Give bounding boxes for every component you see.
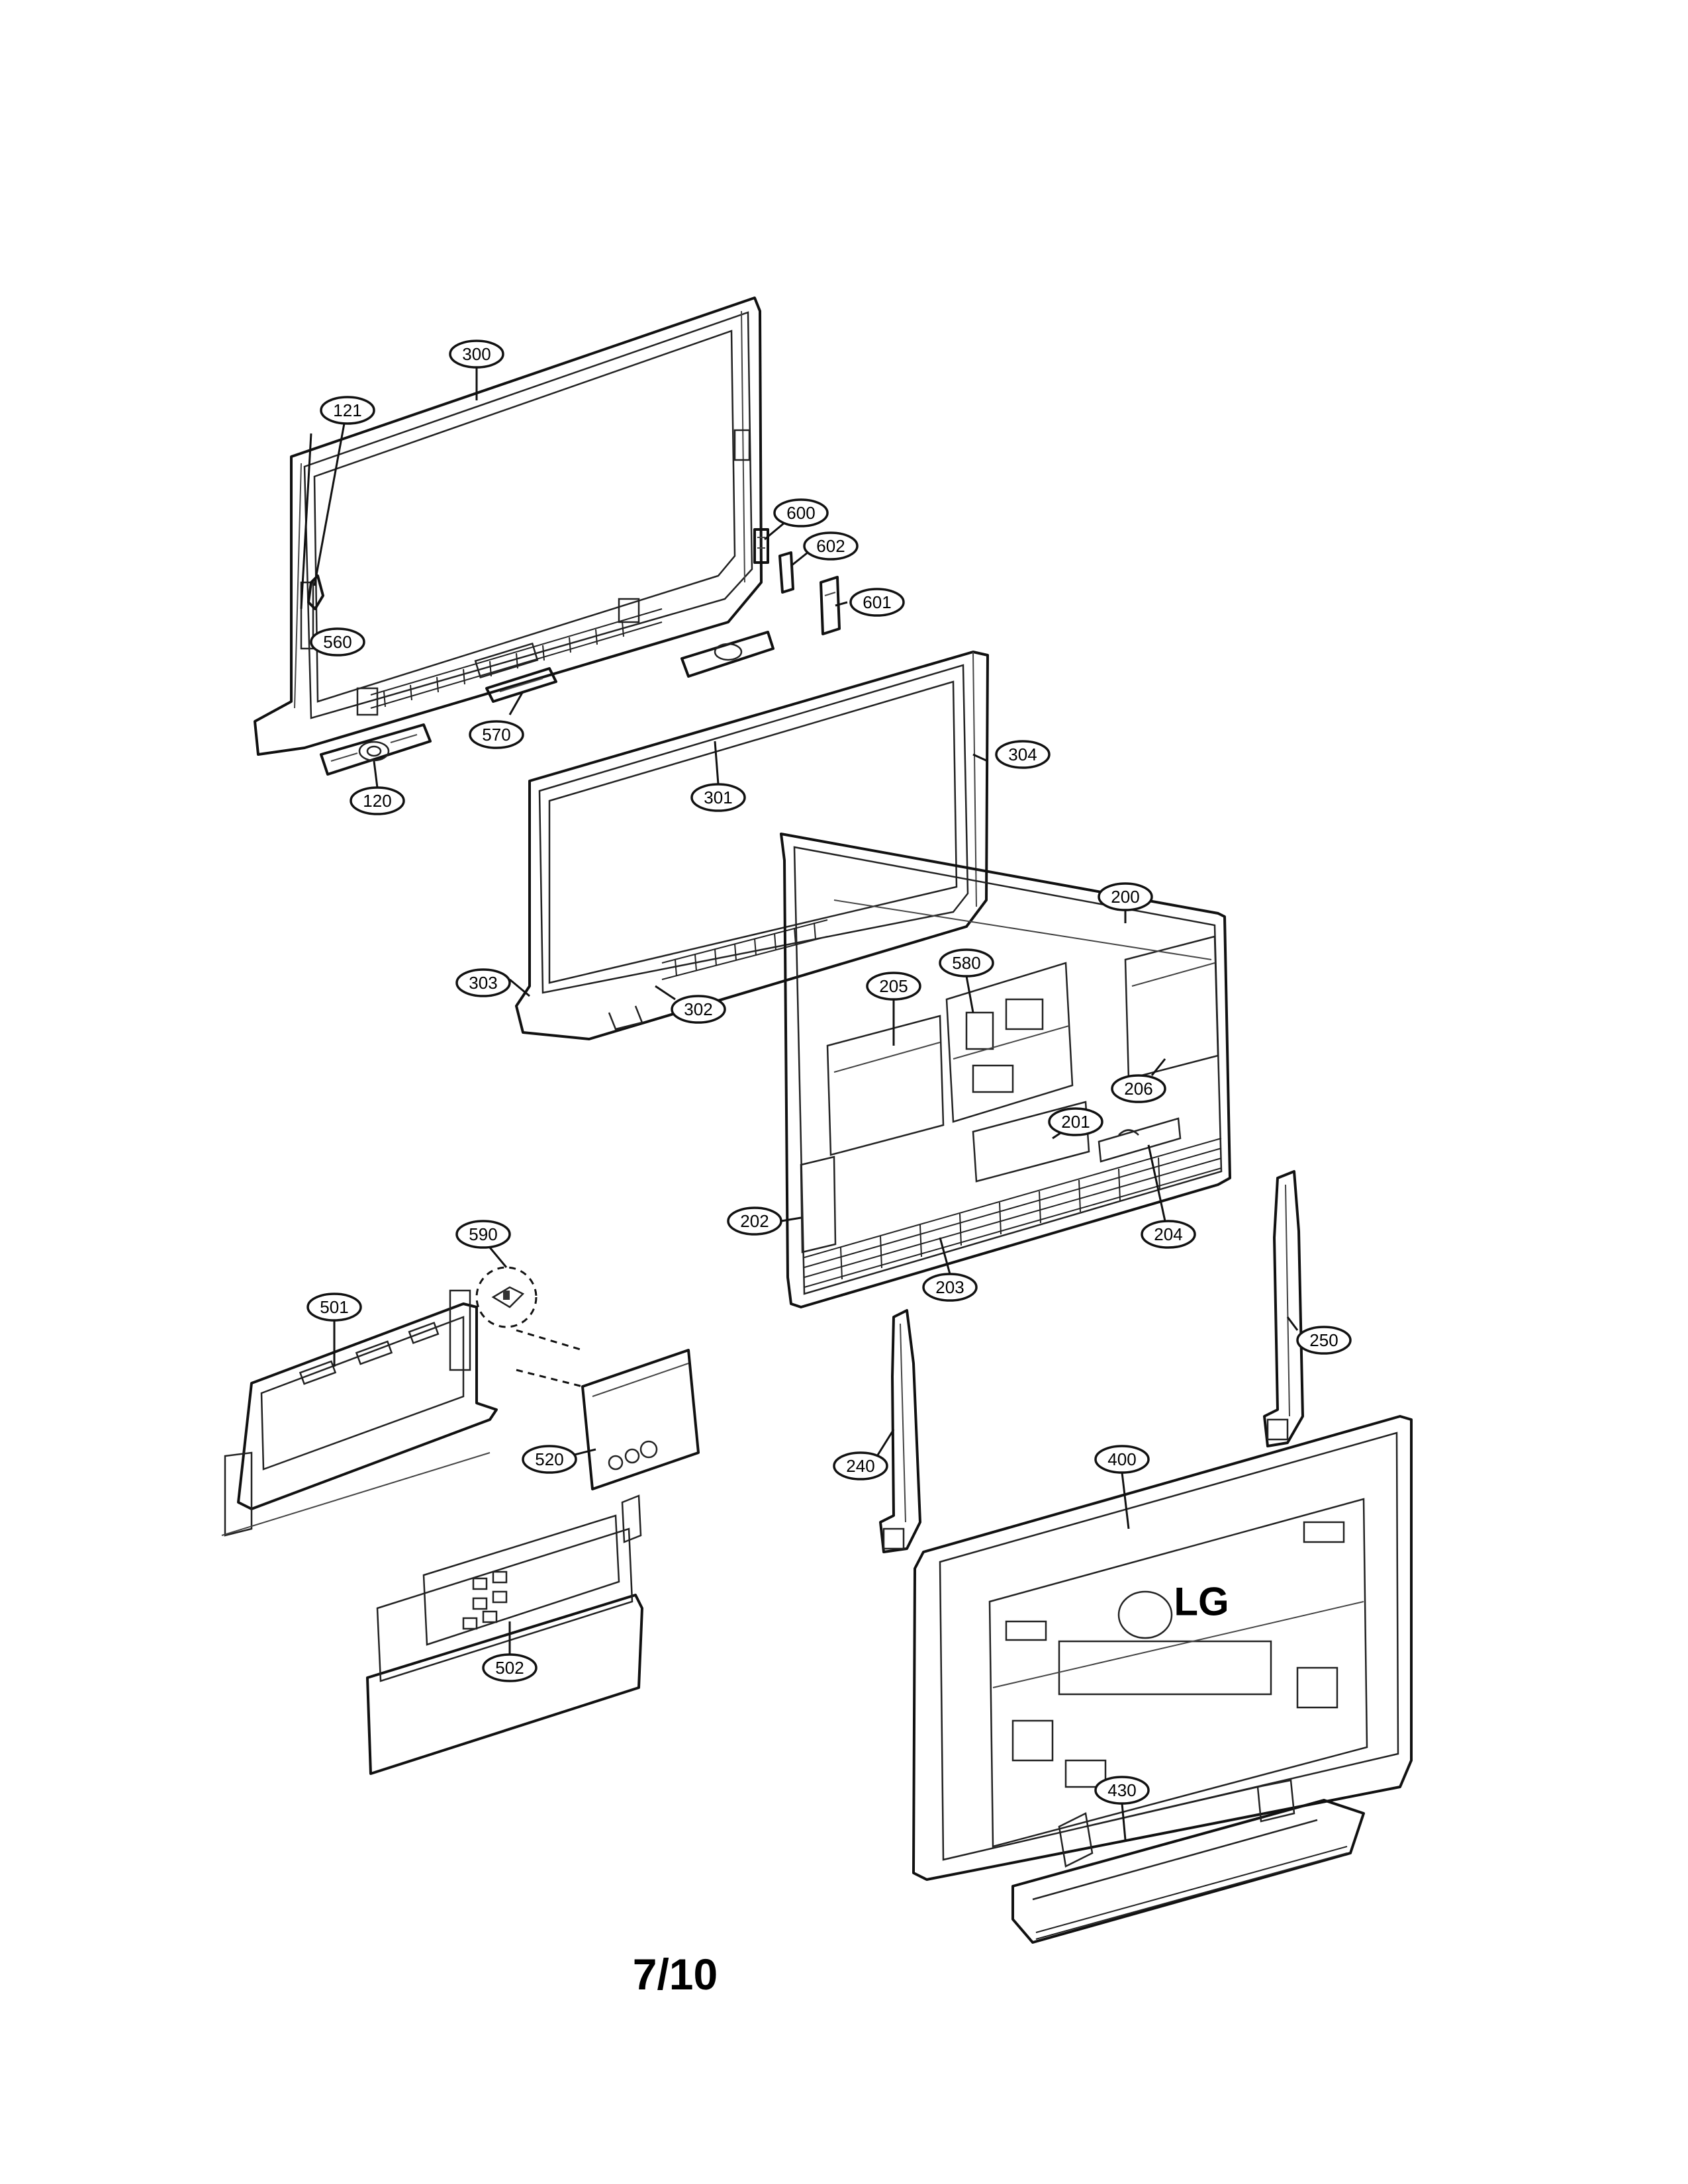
svg-text:203: 203 <box>935 1277 964 1297</box>
part-502-terminal-plate <box>366 1494 643 1775</box>
callout-205: 205 <box>866 972 921 1001</box>
callouts: 300 121 560 570 120 600 602 601 301 304 … <box>306 340 1352 1805</box>
part-520-av-board <box>516 1329 700 1490</box>
svg-text:301: 301 <box>704 788 732 807</box>
part-600-bracket <box>753 528 769 564</box>
svg-text:206: 206 <box>1124 1079 1152 1099</box>
svg-text:204: 204 <box>1154 1224 1182 1244</box>
svg-text:590: 590 <box>469 1224 497 1244</box>
svg-text:250: 250 <box>1309 1330 1338 1350</box>
callout-301: 301 <box>690 783 746 812</box>
part-590-detail <box>475 1266 538 1328</box>
part-430-stand <box>1011 1779 1365 1944</box>
svg-text:580: 580 <box>952 953 980 973</box>
part-201-center-board <box>972 1101 1090 1183</box>
callout-400: 400 <box>1094 1445 1150 1474</box>
callout-590: 590 <box>455 1220 511 1249</box>
svg-text:304: 304 <box>1008 745 1037 764</box>
callout-570: 570 <box>469 720 524 749</box>
svg-text:400: 400 <box>1107 1449 1136 1469</box>
part-202-edge-board <box>800 1156 837 1253</box>
svg-text:205: 205 <box>879 976 908 996</box>
svg-text:600: 600 <box>786 503 815 523</box>
svg-text:240: 240 <box>846 1456 874 1476</box>
callout-430: 430 <box>1094 1776 1150 1805</box>
callout-502: 502 <box>482 1653 538 1682</box>
part-206-right-board <box>1124 935 1219 1080</box>
part-203-rail <box>804 1138 1222 1288</box>
part-400-back-cover: LG <box>912 1415 1413 1881</box>
part-120-speaker-left <box>320 723 432 776</box>
part-570-small-board <box>485 667 557 703</box>
svg-text:430: 430 <box>1107 1780 1136 1800</box>
svg-text:200: 200 <box>1111 887 1139 907</box>
callout-501: 501 <box>306 1293 362 1322</box>
part-204-bottom-board <box>1098 1117 1182 1163</box>
callout-204: 204 <box>1141 1220 1196 1249</box>
callout-300: 300 <box>449 340 504 369</box>
callout-601: 601 <box>849 588 905 617</box>
callout-203: 203 <box>922 1273 978 1302</box>
svg-text:501: 501 <box>320 1297 348 1317</box>
part-205-left-board <box>826 1015 945 1156</box>
part-301-filter-frame <box>515 651 989 1040</box>
callout-520: 520 <box>522 1445 577 1474</box>
svg-text:601: 601 <box>863 592 891 612</box>
callout-202: 202 <box>727 1206 782 1236</box>
callout-201: 201 <box>1048 1107 1103 1136</box>
callout-200: 200 <box>1098 882 1153 911</box>
svg-text:302: 302 <box>684 999 712 1019</box>
part-240-left-bracket <box>879 1309 921 1553</box>
svg-text:300: 300 <box>462 344 491 364</box>
svg-text:570: 570 <box>482 725 510 745</box>
part-501-bracket <box>221 1289 498 1537</box>
page-number: 7/10 <box>632 1950 718 1999</box>
lg-logo-text: LG <box>1174 1580 1229 1624</box>
leader-lines <box>300 367 1299 1841</box>
callout-580: 580 <box>939 948 994 978</box>
part-580-main-board <box>945 962 1074 1123</box>
svg-text:602: 602 <box>816 536 845 556</box>
part-speaker-right <box>680 631 774 678</box>
callout-121: 121 <box>320 396 375 425</box>
callout-206: 206 <box>1111 1074 1166 1103</box>
svg-text:202: 202 <box>740 1211 769 1231</box>
callout-120: 120 <box>350 786 405 815</box>
svg-text:120: 120 <box>363 791 391 811</box>
part-250-right-bracket <box>1263 1170 1304 1447</box>
svg-text:201: 201 <box>1061 1112 1090 1132</box>
svg-text:303: 303 <box>469 973 497 993</box>
svg-text:560: 560 <box>323 632 352 652</box>
callout-560-main: 560 <box>310 627 365 657</box>
callout-250: 250 <box>1296 1326 1352 1355</box>
svg-text:502: 502 <box>495 1658 524 1678</box>
part-300-front-bezel <box>254 296 763 756</box>
part-602-clip <box>778 551 794 594</box>
callout-304: 304 <box>995 740 1051 769</box>
callout-240: 240 <box>833 1451 888 1480</box>
callout-302: 302 <box>671 995 726 1024</box>
part-601-bracket <box>820 576 841 635</box>
callout-600: 600 <box>773 498 829 527</box>
part-200-chassis <box>780 833 1231 1308</box>
callout-602: 602 <box>803 531 859 561</box>
svg-text:121: 121 <box>333 400 361 420</box>
callout-303: 303 <box>455 968 511 997</box>
svg-text:520: 520 <box>535 1449 563 1469</box>
